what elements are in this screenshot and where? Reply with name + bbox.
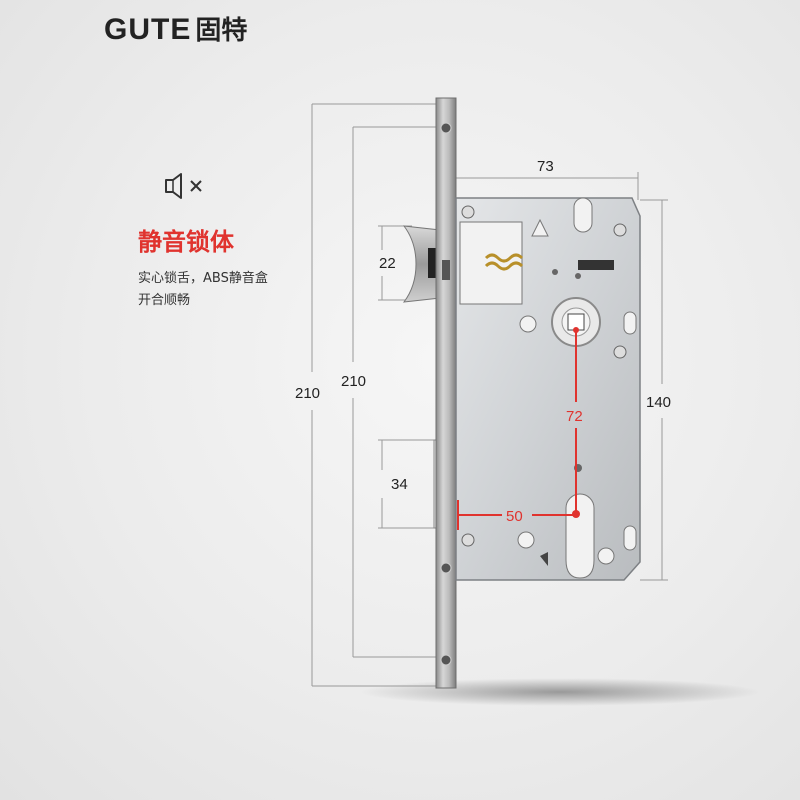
- label-deadbolt: 34: [391, 476, 408, 493]
- label-case-width: 73: [537, 158, 554, 175]
- dimension-faceplate-inner: [352, 126, 440, 658]
- mute-speaker-icon: [165, 173, 202, 199]
- label-latch: 22: [379, 255, 396, 272]
- feature-description: 实心锁舌，ABS静音盒 开合顺畅: [138, 268, 268, 312]
- dimension-faceplate-outer: [311, 103, 440, 687]
- brand-name-en: GUTE: [104, 13, 192, 46]
- dimension-backset: [457, 500, 576, 530]
- brand-logo: GUTE 固特: [104, 10, 247, 47]
- dimension-case-height: [640, 199, 668, 581]
- label-center-distance: 72: [566, 408, 583, 425]
- lock-case: [455, 197, 641, 581]
- feature-desc-line-1: 实心锁舌，ABS静音盒: [138, 271, 268, 286]
- faceplate: [435, 97, 457, 689]
- feature-title: 静音锁体: [138, 228, 234, 256]
- feature-desc-line-2: 开合顺畅: [138, 293, 191, 308]
- label-faceplate-outer: 210: [295, 385, 320, 402]
- label-faceplate-inner: 210: [341, 373, 366, 390]
- brand-name-cn: 固特: [195, 16, 248, 46]
- label-case-height: 140: [646, 394, 671, 411]
- dimension-deadbolt: [378, 439, 436, 529]
- label-backset: 50: [506, 508, 523, 525]
- dimension-case-width: [455, 172, 639, 200]
- floor-shadow: [360, 678, 760, 706]
